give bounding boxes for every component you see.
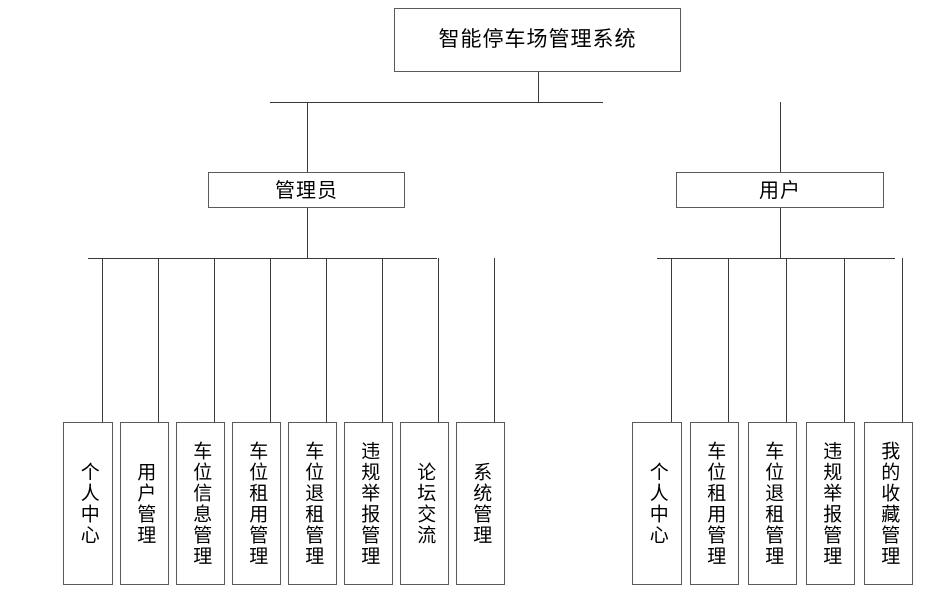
leaf-node-admin-1[interactable]: 用户管理 — [120, 422, 169, 585]
connector-child-bus-admin — [88, 258, 437, 259]
leaf-node-label: 系统管理 — [470, 461, 493, 546]
connector-branch-stem-user — [780, 208, 781, 258]
connector-child-bus-user — [657, 258, 895, 259]
connector-leaf-drop-admin-2 — [214, 258, 215, 422]
leaf-node-label: 论坛交流 — [414, 461, 437, 546]
connector-leaf-drop-user-1 — [728, 258, 729, 422]
leaf-node-label: 车位信息管理 — [190, 440, 213, 567]
connector-root-stem — [538, 72, 539, 102]
branch-node-administrator[interactable]: 管理员 — [208, 172, 405, 208]
leaf-node-user-0[interactable]: 个人中心 — [632, 422, 682, 585]
root-node-system-title[interactable]: 智能停车场管理系统 — [394, 8, 681, 72]
branch-node-administrator-label: 管理员 — [275, 177, 338, 202]
connector-leaf-drop-admin-4 — [326, 258, 327, 422]
leaf-node-admin-0[interactable]: 个人中心 — [63, 422, 113, 585]
leaf-node-label: 用户管理 — [134, 461, 157, 546]
connector-leaf-drop-user-3 — [844, 258, 845, 422]
branch-node-user[interactable]: 用户 — [676, 172, 884, 208]
connector-leaf-drop-admin-7 — [494, 258, 495, 422]
connector-top-bus — [270, 102, 603, 103]
leaf-node-label: 个人中心 — [77, 461, 100, 546]
leaf-node-label: 违规举报管理 — [820, 440, 843, 567]
connector-leaf-drop-admin-6 — [438, 258, 439, 422]
connector-leaf-drop-admin-5 — [382, 258, 383, 422]
leaf-node-user-4[interactable]: 我的收藏管理 — [864, 422, 913, 585]
connector-branch-drop-admin — [307, 102, 308, 172]
leaf-node-admin-7[interactable]: 系统管理 — [456, 422, 505, 585]
leaf-node-label: 车位租用管理 — [704, 440, 727, 567]
leaf-node-user-2[interactable]: 车位退租管理 — [748, 422, 797, 585]
connector-branch-drop-user — [780, 102, 781, 172]
leaf-node-admin-5[interactable]: 违规举报管理 — [344, 422, 393, 585]
connector-leaf-drop-admin-3 — [270, 258, 271, 422]
leaf-node-admin-2[interactable]: 车位信息管理 — [176, 422, 225, 585]
connector-leaf-drop-user-0 — [671, 258, 672, 422]
leaf-node-label: 违规举报管理 — [358, 440, 381, 567]
leaf-node-label: 我的收藏管理 — [878, 440, 901, 567]
connector-leaf-drop-user-4 — [902, 258, 903, 422]
connector-branch-stem-admin — [307, 208, 308, 258]
leaf-node-user-1[interactable]: 车位租用管理 — [690, 422, 739, 585]
leaf-node-admin-6[interactable]: 论坛交流 — [400, 422, 449, 585]
leaf-node-admin-3[interactable]: 车位租用管理 — [232, 422, 281, 585]
branch-node-user-label: 用户 — [759, 177, 801, 202]
leaf-node-admin-4[interactable]: 车位退租管理 — [288, 422, 337, 585]
connector-leaf-drop-user-2 — [786, 258, 787, 422]
leaf-node-label: 个人中心 — [646, 461, 669, 546]
leaf-node-label: 车位退租管理 — [762, 440, 785, 567]
leaf-node-label: 车位租用管理 — [246, 440, 269, 567]
connector-leaf-drop-admin-0 — [102, 258, 103, 422]
root-node-label: 智能停车场管理系统 — [438, 27, 637, 52]
leaf-node-user-3[interactable]: 违规举报管理 — [806, 422, 855, 585]
connector-leaf-drop-admin-1 — [158, 258, 159, 422]
leaf-node-label: 车位退租管理 — [302, 440, 325, 567]
